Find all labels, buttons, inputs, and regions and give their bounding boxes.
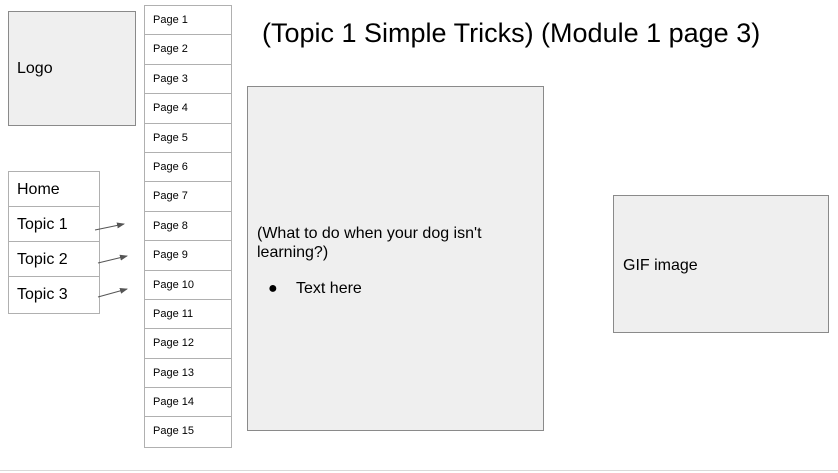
- page-item-13[interactable]: Page 13: [145, 359, 231, 389]
- content-panel: (What to do when your dog isn't learning…: [247, 86, 544, 431]
- page-item-1[interactable]: Page 1: [145, 6, 231, 36]
- page-item-12[interactable]: Page 12: [145, 329, 231, 359]
- page-item-2[interactable]: Page 2: [145, 35, 231, 65]
- page-item-11[interactable]: Page 11: [145, 300, 231, 330]
- page-item-3[interactable]: Page 3: [145, 65, 231, 95]
- page-title: (Topic 1 Simple Tricks) (Module 1 page 3…: [262, 18, 761, 48]
- page-item-15[interactable]: Page 15: [153, 425, 194, 438]
- gif-image-placeholder: GIF image: [613, 195, 829, 333]
- page-item-8[interactable]: Page 8: [145, 212, 231, 242]
- page-list: Page 1 Page 2 Page 3 Page 4 Page 5 Page …: [144, 5, 232, 448]
- nav-item-topic-3[interactable]: Topic 3: [17, 286, 68, 303]
- logo-placeholder[interactable]: Logo: [8, 11, 136, 126]
- nav-item-home[interactable]: Home: [9, 172, 99, 207]
- page-item-4[interactable]: Page 4: [145, 94, 231, 124]
- content-question: (What to do when your dog isn't learning…: [257, 225, 482, 261]
- page-item-9[interactable]: Page 9: [145, 241, 231, 271]
- page-item-6[interactable]: Page 6: [145, 153, 231, 183]
- topic-nav: Home Topic 1 Topic 2 Topic 3: [8, 171, 100, 314]
- page-item-5[interactable]: Page 5: [145, 124, 231, 153]
- footer-divider: [0, 470, 838, 471]
- nav-item-topic-2[interactable]: Topic 2: [9, 242, 99, 277]
- gif-label: GIF image: [623, 257, 698, 274]
- page-item-7[interactable]: Page 7: [145, 182, 231, 212]
- bullet-text: Text here: [296, 280, 362, 297]
- page-item-14[interactable]: Page 14: [145, 388, 231, 418]
- nav-item-topic-1[interactable]: Topic 1: [9, 207, 99, 242]
- bullet-icon: ●: [268, 280, 278, 297]
- logo-label: Logo: [17, 60, 53, 77]
- arrow-topic-3: [97, 287, 128, 298]
- arrow-topic-2: [97, 254, 128, 264]
- content-bullet: ● Text here: [268, 280, 362, 298]
- page-item-10[interactable]: Page 10: [145, 271, 231, 300]
